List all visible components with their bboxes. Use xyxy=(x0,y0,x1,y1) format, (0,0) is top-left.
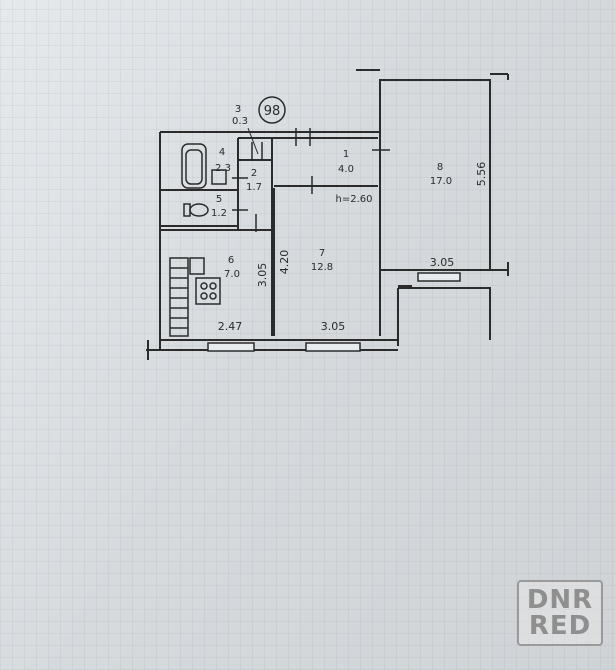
room-7-area: 12.8 xyxy=(311,262,333,273)
room-3-leader xyxy=(247,127,259,155)
door-mark-bath xyxy=(232,177,248,211)
wall-extension xyxy=(147,69,509,360)
room-3-area: 0.3 xyxy=(232,116,248,127)
bathtub xyxy=(181,143,207,189)
stove xyxy=(195,277,221,305)
dim-room8-width: 3.05 xyxy=(430,256,455,269)
wall-balcony xyxy=(397,287,491,346)
wall-extension-right xyxy=(489,262,509,276)
room-8-area: 17.0 xyxy=(430,176,452,187)
toilet-bowl xyxy=(189,203,209,217)
watermark-logo: DNR RED xyxy=(517,580,603,646)
wall-room7 xyxy=(271,188,275,336)
dim-room8-depth: 5.56 xyxy=(475,162,488,187)
kitchen-sink xyxy=(189,257,205,275)
burner xyxy=(200,292,208,300)
room-5-area: 1.2 xyxy=(211,208,227,219)
kitchen-counter xyxy=(169,257,189,337)
room-5-number: 5 xyxy=(216,194,222,205)
burner xyxy=(200,282,208,290)
room-3-number: 3 xyxy=(235,104,241,115)
room-6-area: 7.0 xyxy=(224,269,240,280)
wall-bath-mid xyxy=(160,189,238,227)
room-8-number: 8 xyxy=(437,162,443,173)
window-room7 xyxy=(305,342,361,352)
room-1-number: 1 xyxy=(343,149,349,160)
dim-room7-depth: 4.20 xyxy=(278,250,291,275)
building-number-circle xyxy=(258,96,286,124)
building-number: 98 xyxy=(264,104,281,119)
room-1-area: 4.0 xyxy=(338,164,354,175)
room-2-area: 1.7 xyxy=(246,182,262,193)
ceiling-height: h=2.60 xyxy=(336,194,373,205)
bathtub-inner xyxy=(185,149,203,185)
burner xyxy=(209,282,217,290)
dim-kitchen-width: 2.47 xyxy=(218,320,243,333)
room-2-number: 2 xyxy=(251,168,257,179)
door-mark-corridor xyxy=(251,142,263,160)
dim-kitchen-depth: 3.05 xyxy=(256,263,269,288)
outer-wall xyxy=(160,79,491,270)
burner xyxy=(209,292,217,300)
watermark-line-2: RED xyxy=(528,611,592,641)
door-mark xyxy=(295,128,311,146)
room-6-number: 6 xyxy=(228,255,234,266)
room-4-area: 2.3 xyxy=(215,163,231,174)
window-room8 xyxy=(417,272,461,282)
toilet-tank xyxy=(183,203,191,217)
room-4-number: 4 xyxy=(219,147,225,158)
window-kitchen xyxy=(207,342,255,352)
watermark-line-1: DNR xyxy=(526,585,594,615)
sink xyxy=(211,169,227,185)
dim-room7-width: 3.05 xyxy=(321,320,346,333)
counter-hatch xyxy=(170,267,188,329)
room-7-number: 7 xyxy=(319,248,325,259)
